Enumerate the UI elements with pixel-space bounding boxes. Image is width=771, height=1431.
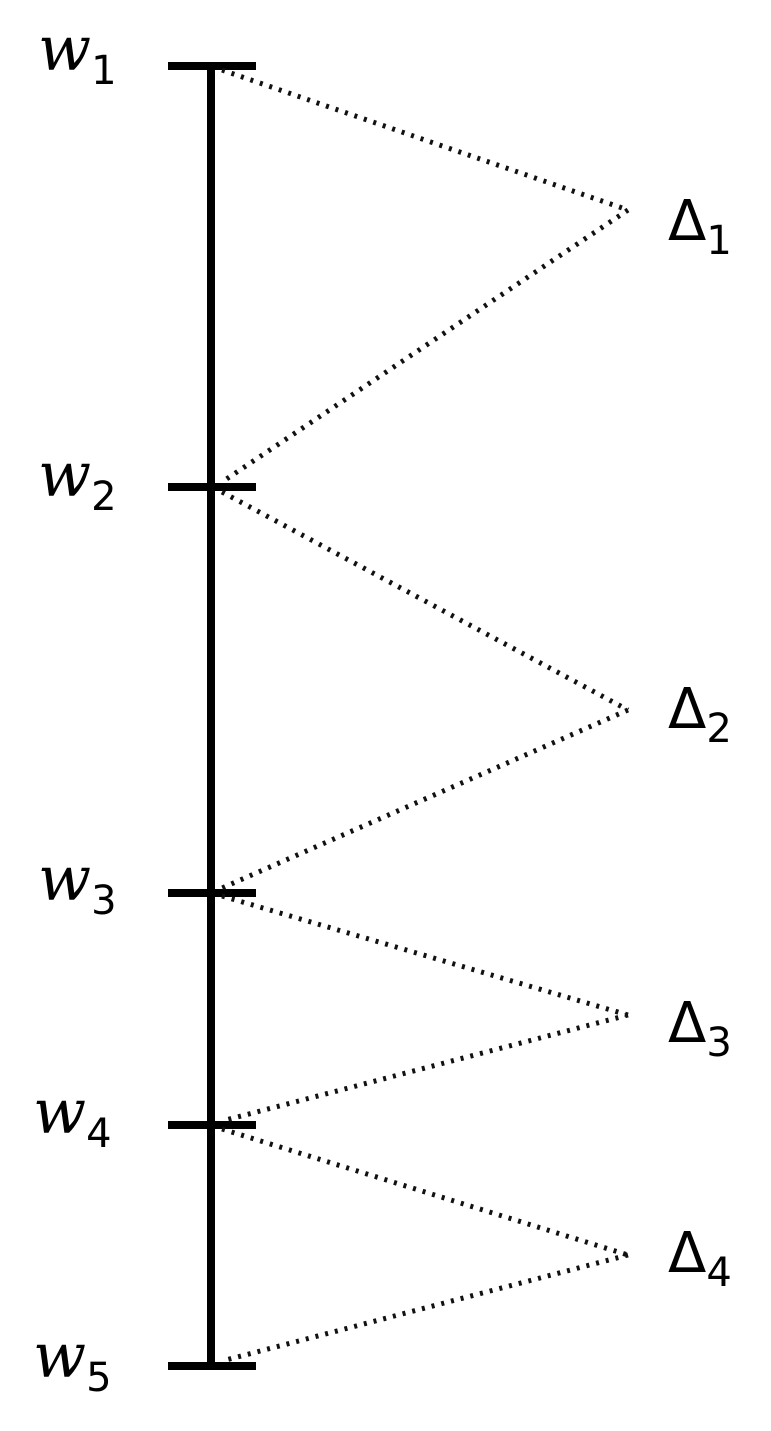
connector-delta2-w3 bbox=[220, 707, 630, 891]
label-w2: w2 bbox=[38, 438, 117, 520]
connector-w4-delta4 bbox=[221, 1126, 629, 1258]
connector-delta1-w2 bbox=[220, 207, 630, 485]
label-w1: w1 bbox=[38, 12, 117, 94]
label-w5: w5 bbox=[33, 1319, 112, 1401]
connector-w2-delta2 bbox=[220, 489, 630, 713]
connector-delta3-w4 bbox=[221, 1012, 629, 1124]
label-delta4: Δ4 bbox=[668, 1221, 732, 1296]
label-w4: w4 bbox=[33, 1075, 112, 1157]
label-delta1: Δ1 bbox=[668, 189, 732, 264]
connector-delta4-w5 bbox=[221, 1252, 629, 1364]
label-delta3: Δ3 bbox=[668, 991, 732, 1066]
label-w3: w3 bbox=[38, 842, 117, 924]
connector-w1-delta1 bbox=[221, 67, 629, 213]
label-delta2: Δ2 bbox=[668, 677, 732, 752]
connector-w3-delta3 bbox=[221, 893, 629, 1018]
